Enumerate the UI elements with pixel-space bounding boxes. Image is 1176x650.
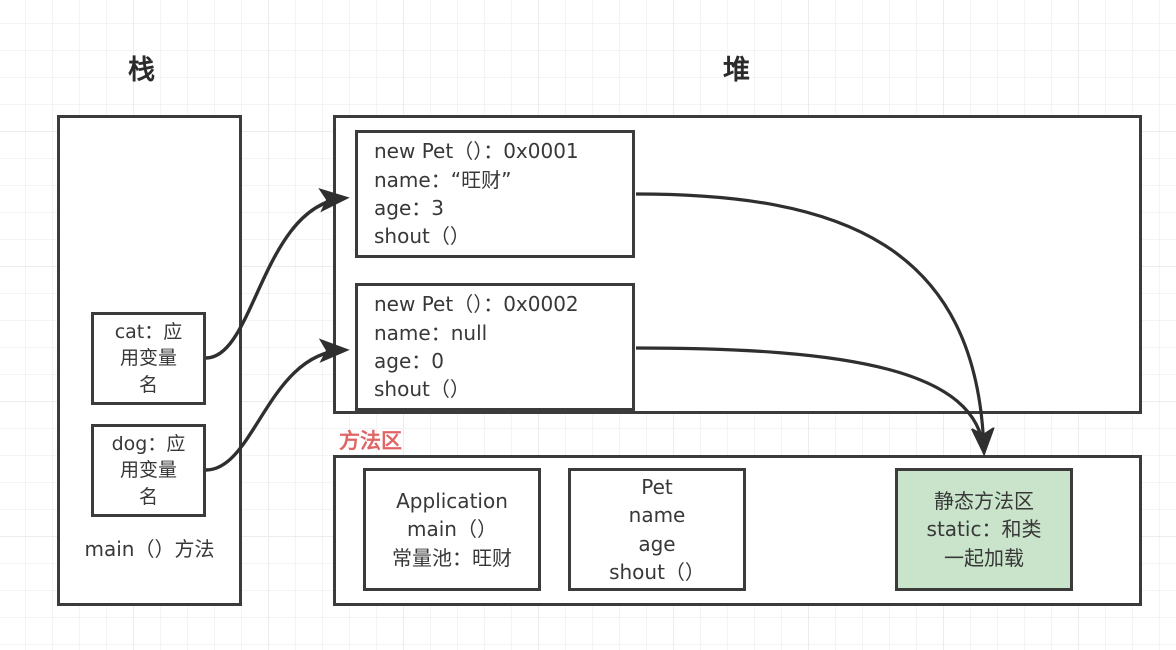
application-line-2: main（） [407, 517, 497, 542]
heap-object-2-line-1: new Pet（）：0x0002 [374, 292, 579, 317]
stack-var-cat-line-1: cat：应 [114, 321, 183, 344]
pet-class-line-4: shout（） [609, 559, 705, 584]
stack-title: 栈 [128, 55, 156, 86]
heap-object-1-line-2: name：“旺财” [374, 167, 512, 192]
application-line-3: 常量池：旺财 [392, 545, 512, 570]
method-area-title: 方法区 [339, 429, 402, 453]
pet-class-line-2: name [628, 503, 686, 528]
stack-var-cat-line-3: 名 [138, 373, 158, 396]
stack-var-dog-line-2: 用变量 [119, 459, 177, 482]
pet-class-line-1: Pet [641, 474, 673, 499]
heap-title: 堆 [723, 55, 751, 86]
heap-object-2-line-3: age：0 [374, 349, 444, 373]
stack-var-cat-line-2: 用变量 [119, 347, 177, 370]
stack-var-dog: dog：应 用变量 名 [91, 424, 206, 517]
heap-object-pet-1: new Pet（）：0x0001 name：“旺财” age：3 shout（） [355, 130, 635, 258]
static-area-line-1: 静态方法区 [934, 488, 1034, 513]
method-area-static-block: 静态方法区 static：和类 一起加载 [895, 468, 1073, 591]
application-line-1: Application [396, 488, 508, 513]
static-area-line-3: 一起加载 [944, 545, 1024, 570]
pet-class-line-3: age [638, 531, 676, 556]
stack-var-dog-line-3: 名 [138, 485, 158, 508]
stack-main-frame-label: main（）方法 [84, 537, 215, 561]
heap-object-1-line-3: age：3 [374, 196, 444, 220]
stack-var-cat: cat：应 用变量 名 [91, 312, 206, 405]
heap-object-pet-2: new Pet（）：0x0002 name：null age：0 shout（） [355, 283, 635, 411]
heap-object-2-line-4: shout（） [374, 377, 470, 402]
heap-object-1-line-1: new Pet（）：0x0001 [374, 139, 579, 164]
heap-object-2-line-2: name：null [374, 320, 488, 345]
method-area-application-block: Application main（） 常量池：旺财 [363, 468, 541, 591]
heap-object-1-line-4: shout（） [374, 224, 470, 249]
static-area-line-2: static：和类 [926, 517, 1042, 542]
stack-var-dog-line-1: dog：应 [111, 433, 186, 456]
method-area-pet-block: Pet name age shout（） [568, 468, 746, 591]
